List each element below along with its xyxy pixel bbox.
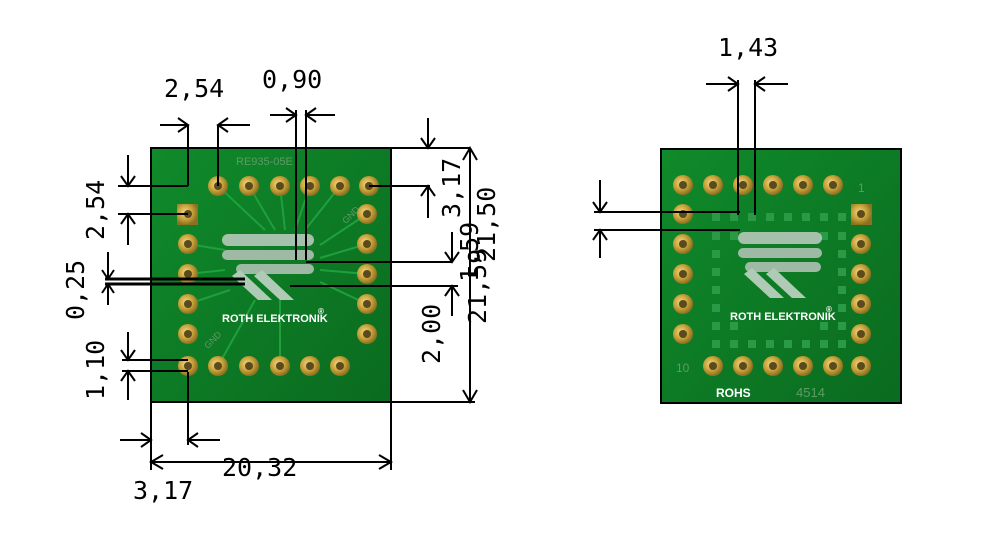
pad	[330, 176, 350, 196]
pad-square	[851, 204, 872, 225]
pad	[703, 356, 723, 376]
dim-edge-bottom: 3,17	[133, 476, 193, 505]
back-pin-one: 1	[858, 181, 865, 195]
dim-height: 21,50	[472, 187, 501, 262]
back-registered-mark: ®	[826, 305, 832, 314]
pad	[673, 204, 693, 224]
dim-inner-full: 21,59	[463, 249, 492, 324]
dim-pad-width: 0,90	[262, 65, 322, 94]
pad	[239, 356, 259, 376]
pad	[763, 356, 783, 376]
back-brand-label: ROTH ELEKTRONIK	[730, 311, 836, 323]
pad	[851, 324, 871, 344]
pad	[357, 294, 377, 314]
pad	[673, 234, 693, 254]
back-board: ROTH ELEKTRONIK ® 1 10 ROHS 4514	[660, 148, 902, 404]
dim-pitch-left: 2,54	[81, 180, 110, 240]
pad	[823, 175, 843, 195]
pad	[178, 294, 198, 314]
pad	[733, 175, 753, 195]
front-brand-label: ROTH ELEKTRONIK	[222, 313, 328, 325]
dim-back-pitch: 1,43	[718, 33, 778, 62]
pad	[703, 175, 723, 195]
pad	[733, 356, 753, 376]
back-pin-ten: 10	[676, 361, 690, 375]
back-dimensions	[592, 76, 788, 258]
back-pads-bottom	[703, 356, 871, 376]
pad	[673, 175, 693, 195]
pad	[763, 175, 783, 195]
pad	[357, 264, 377, 284]
front-pads-bottom	[178, 356, 350, 376]
back-pads-right	[851, 204, 872, 344]
pad	[300, 356, 320, 376]
pad	[823, 356, 843, 376]
pad	[851, 264, 871, 284]
dim-edge-right: 3,17	[437, 158, 466, 218]
pad	[793, 175, 813, 195]
front-logo	[222, 234, 314, 300]
dim-track: 0,25	[61, 260, 90, 320]
pad	[357, 234, 377, 254]
front-registered-mark: ®	[318, 307, 324, 316]
pad	[357, 204, 377, 224]
dim-inner-mid: 2,00	[417, 304, 446, 364]
pad	[270, 356, 290, 376]
front-dimensions	[101, 107, 478, 470]
back-smd-pads	[712, 213, 846, 348]
pad	[208, 356, 228, 376]
pad	[300, 176, 320, 196]
pad	[330, 356, 350, 376]
pad	[673, 294, 693, 314]
front-pads-right	[357, 204, 377, 344]
pad	[793, 356, 813, 376]
front-board: RE935-05E ROTH ELEKTRONIK ® GND GND	[150, 147, 392, 403]
back-pads-left	[673, 204, 693, 344]
dim-width: 20,32	[222, 453, 297, 482]
dim-pitch-top: 2,54	[164, 74, 224, 103]
pad	[851, 294, 871, 314]
pad	[851, 234, 871, 254]
back-code-label: 4514	[796, 385, 825, 400]
pad	[357, 324, 377, 344]
pad	[178, 234, 198, 254]
pad	[178, 324, 198, 344]
pad	[673, 264, 693, 284]
dim-pad-height: 1,10	[81, 340, 110, 400]
back-logo	[738, 232, 822, 298]
pad	[673, 324, 693, 344]
pad	[851, 356, 871, 376]
pad	[178, 264, 198, 284]
front-part-number: RE935-05E	[236, 156, 293, 168]
dim-inner-top: 1,59	[455, 222, 484, 282]
back-rohs-label: ROHS	[716, 386, 751, 400]
pad	[270, 176, 290, 196]
pad	[239, 176, 259, 196]
